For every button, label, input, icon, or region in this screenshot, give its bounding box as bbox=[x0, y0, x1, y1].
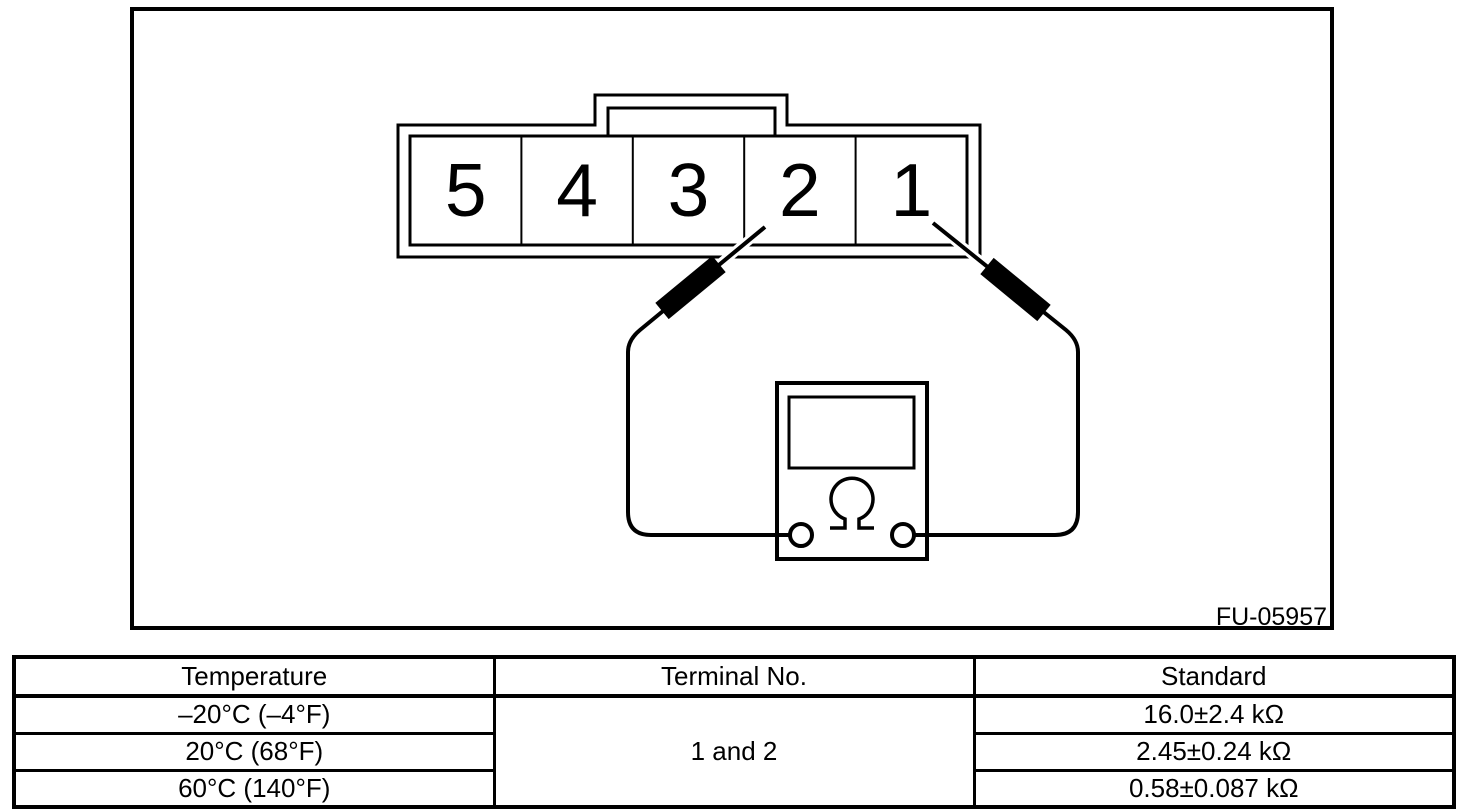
temperature-cell: –20°C (–4°F) bbox=[12, 694, 496, 735]
table-row: 20°C (68°F) 2.45±0.24 kΩ bbox=[12, 731, 1456, 772]
ohmmeter-terminal-right bbox=[890, 522, 916, 548]
figure-diagram: 5 4 3 2 1 FU-05957 bbox=[130, 7, 1334, 631]
terminal-number: 2 bbox=[779, 148, 821, 232]
test-lead-right bbox=[914, 221, 1080, 537]
terminal-number: 1 bbox=[890, 148, 932, 232]
ohmmeter-display bbox=[787, 395, 916, 470]
standard-cell: 2.45±0.24 kΩ bbox=[972, 731, 1456, 772]
test-probe-right bbox=[980, 257, 1051, 322]
test-lead-left bbox=[626, 225, 790, 537]
test-probe-left bbox=[655, 255, 726, 320]
ohmmeter-terminal-left bbox=[788, 522, 814, 548]
ohm-symbol-icon bbox=[829, 476, 875, 530]
connector-tab bbox=[606, 106, 777, 136]
header-row: Temperature Terminal No. Standard bbox=[12, 655, 1456, 698]
col-header-temperature: Temperature bbox=[12, 655, 496, 698]
table-row: 60°C (140°F) 0.58±0.087 kΩ bbox=[12, 768, 1456, 809]
terminal-cell: 1 and 2 bbox=[492, 694, 976, 809]
standard-cell: 0.58±0.087 kΩ bbox=[972, 768, 1456, 809]
spec-table: Temperature Terminal No. Standard –20°C … bbox=[12, 655, 1456, 809]
connector-body bbox=[408, 134, 969, 247]
terminal-number: 3 bbox=[668, 148, 710, 232]
temperature-cell: 60°C (140°F) bbox=[12, 768, 496, 809]
terminal-number: 5 bbox=[445, 148, 487, 232]
ohmmeter-body bbox=[775, 381, 929, 561]
col-header-standard: Standard bbox=[972, 655, 1456, 698]
figure-code: FU-05957 bbox=[1216, 603, 1327, 631]
standard-cell: 16.0±2.4 kΩ bbox=[972, 694, 1456, 735]
terminal-number: 4 bbox=[556, 148, 598, 232]
col-header-terminal: Terminal No. bbox=[492, 655, 976, 698]
table-row: –20°C (–4°F) 1 and 2 16.0±2.4 kΩ bbox=[12, 694, 1456, 809]
figure-border bbox=[130, 7, 1334, 630]
temperature-cell: 20°C (68°F) bbox=[12, 731, 496, 772]
